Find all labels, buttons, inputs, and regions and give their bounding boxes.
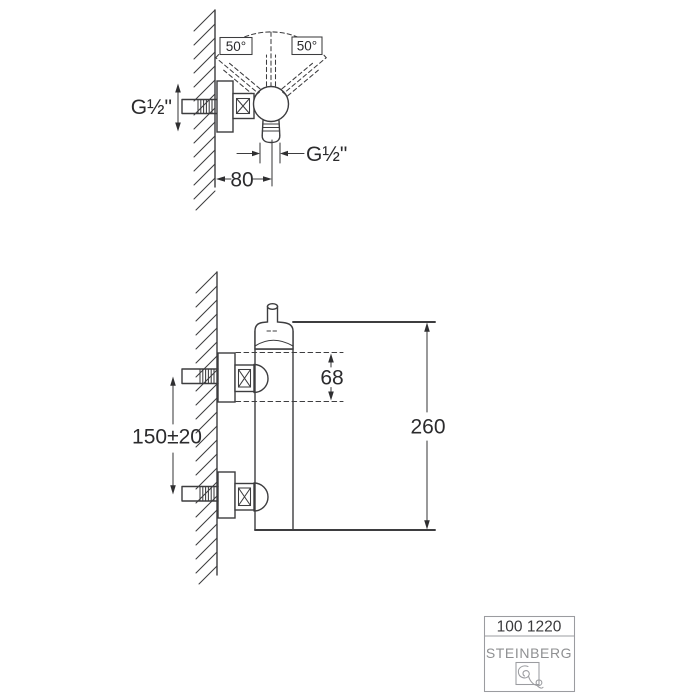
pipe-thread-hatch (197, 98, 213, 115)
inlet-pipe-top-view (181, 98, 218, 115)
dimension-connection-spacing: 150±20 (132, 376, 202, 495)
angle-right-label: 50° (297, 39, 317, 54)
outlet-thread-label: G½" (306, 143, 347, 166)
handle-ball (252, 85, 290, 123)
supply-pipe-lower (181, 485, 219, 502)
title-block: 100 1220 STEINBERG (483, 615, 576, 693)
dimension-inlet-thread: G½" (131, 83, 181, 132)
connector-dome-lower (253, 482, 269, 512)
steinberg-logo-swirl (517, 665, 544, 689)
ball-angle-ticks (254, 91, 288, 97)
angle-box-left: 50° (219, 36, 253, 56)
connector-fitting-lower (234, 482, 269, 512)
angle-left-label: 50° (226, 39, 246, 54)
mixer-body (254, 330, 436, 531)
connector-fitting-upper (234, 363, 269, 394)
top-view-drawing: G½" 50° (131, 9, 347, 211)
body-height-label: 260 (410, 416, 445, 439)
dimension-body-height: 260 (292, 321, 446, 530)
head-bowl-arc (254, 339, 294, 347)
wall-distance-label: 80 (230, 169, 253, 192)
connector-fitting-top-view (232, 92, 255, 120)
wall-hatching-front (195, 271, 218, 585)
brand-wordmark: STEINBERG (486, 645, 572, 661)
reference-dashes-68 (235, 351, 344, 403)
thermostat-head (254, 303, 294, 350)
outlet-thread-top-view (261, 119, 281, 144)
dimension-outlet-thread: G½" (236, 142, 347, 166)
wall-hatching-top (193, 9, 216, 211)
connector-dome-upper (253, 363, 269, 394)
angle-box-right: 50° (291, 36, 323, 56)
brand-logo-icon (515, 661, 544, 689)
title-block-frame (483, 615, 576, 693)
head-offset-label: 68 (320, 367, 343, 390)
article-number: 100 1220 (497, 619, 562, 636)
front-view-drawing: 260 68 150±20 (132, 271, 446, 585)
wall-plate-lower (217, 471, 236, 519)
head-stub-top (266, 303, 279, 311)
dimension-wall-distance: 80 (216, 139, 273, 192)
wall-plate-top-view (216, 80, 234, 133)
supply-pipe-upper (181, 368, 219, 385)
wall-plate-upper (217, 352, 236, 403)
dimension-head-offset: 68 (320, 353, 344, 401)
connection-spacing-label: 150±20 (132, 426, 202, 449)
inlet-thread-label: G½" (131, 96, 172, 119)
